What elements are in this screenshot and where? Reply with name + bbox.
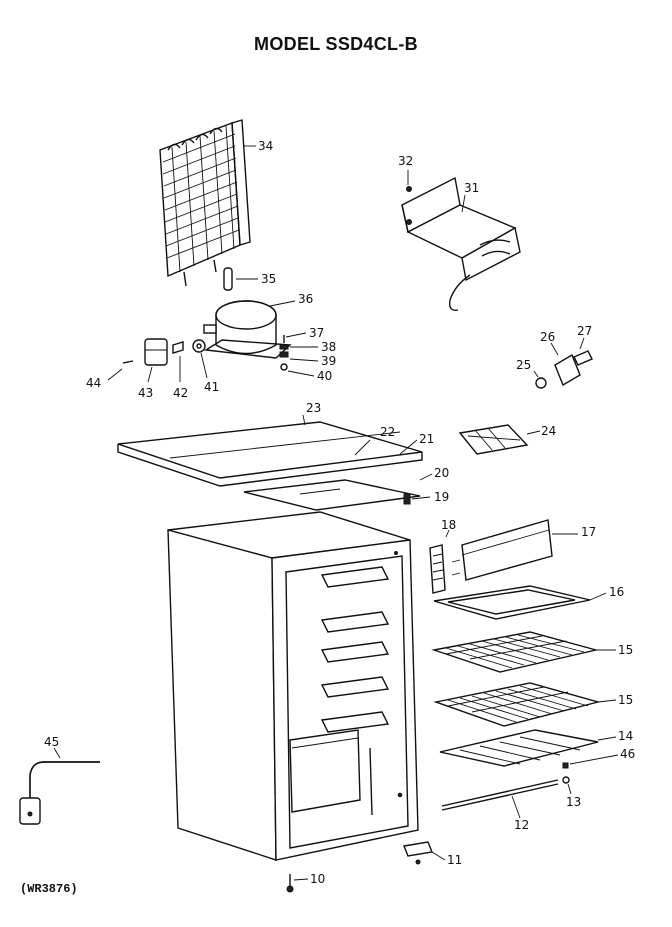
evaporator-freezer [401, 170, 521, 311]
callout-40: 40 [317, 369, 332, 383]
filter-drier [223, 267, 258, 291]
callout-22: 22 [380, 425, 395, 439]
crisper-pan [433, 585, 607, 620]
callout-11: 11 [447, 853, 462, 867]
leg-screw-parts [562, 754, 619, 795]
callout-34: 34 [258, 139, 273, 153]
callout-37: 37 [309, 326, 324, 340]
callout-10: 10 [310, 872, 325, 886]
compressor [203, 300, 296, 359]
callout-39: 39 [321, 354, 336, 368]
callout-42: 42 [173, 386, 188, 400]
compressor-mounts [279, 332, 319, 377]
callout-35: 35 [261, 272, 276, 286]
callout-41: 41 [204, 380, 219, 394]
callout-17: 17 [581, 525, 596, 539]
callout-32: 32 [398, 154, 413, 168]
refrigerator-cabinet [167, 511, 419, 861]
power-cord [19, 747, 100, 825]
callout-27: 27 [577, 324, 592, 338]
leader-22 [354, 439, 371, 456]
callout-15a: 15 [618, 643, 633, 657]
callout-13: 13 [566, 795, 581, 809]
callout-43: 43 [138, 386, 153, 400]
callout-14: 14 [618, 729, 633, 743]
bottom-hinge [403, 841, 446, 865]
thermostat-assembly [533, 337, 593, 389]
relay-overload-parts [107, 338, 208, 383]
callout-12: 12 [514, 818, 529, 832]
callout-46: 46 [620, 747, 635, 761]
shelf-rail [441, 779, 559, 819]
wire-shelf-upper [431, 631, 616, 673]
callout-20: 20 [434, 466, 449, 480]
callout-44: 44 [86, 376, 101, 390]
ice-tray [458, 424, 541, 455]
diagram-title: MODEL SSD4CL-B [254, 34, 418, 54]
wire-shelf-lower [433, 682, 617, 727]
callout-19: 19 [434, 490, 449, 504]
callout-16: 16 [609, 585, 624, 599]
crisper-cover-parts [429, 519, 578, 594]
callout-15b: 15 [618, 693, 633, 707]
cabinet-top [117, 414, 423, 487]
diagram-code: (WR3876) [20, 882, 78, 896]
leveling-leg [286, 874, 309, 893]
crisper-shelf [439, 729, 617, 767]
leader-21 [399, 439, 418, 455]
callout-26: 26 [540, 330, 555, 344]
callout-23: 23 [306, 401, 321, 415]
callout-18: 18 [441, 518, 456, 532]
callout-45: 45 [44, 735, 59, 749]
callout-38: 38 [321, 340, 336, 354]
callout-36: 36 [298, 292, 313, 306]
condenser-coil [159, 119, 256, 287]
callout-25: 25 [516, 358, 531, 372]
callout-31: 31 [464, 181, 479, 195]
callout-24: 24 [541, 424, 556, 438]
drip-tray-parts [243, 473, 433, 511]
callout-21: 21 [419, 432, 434, 446]
